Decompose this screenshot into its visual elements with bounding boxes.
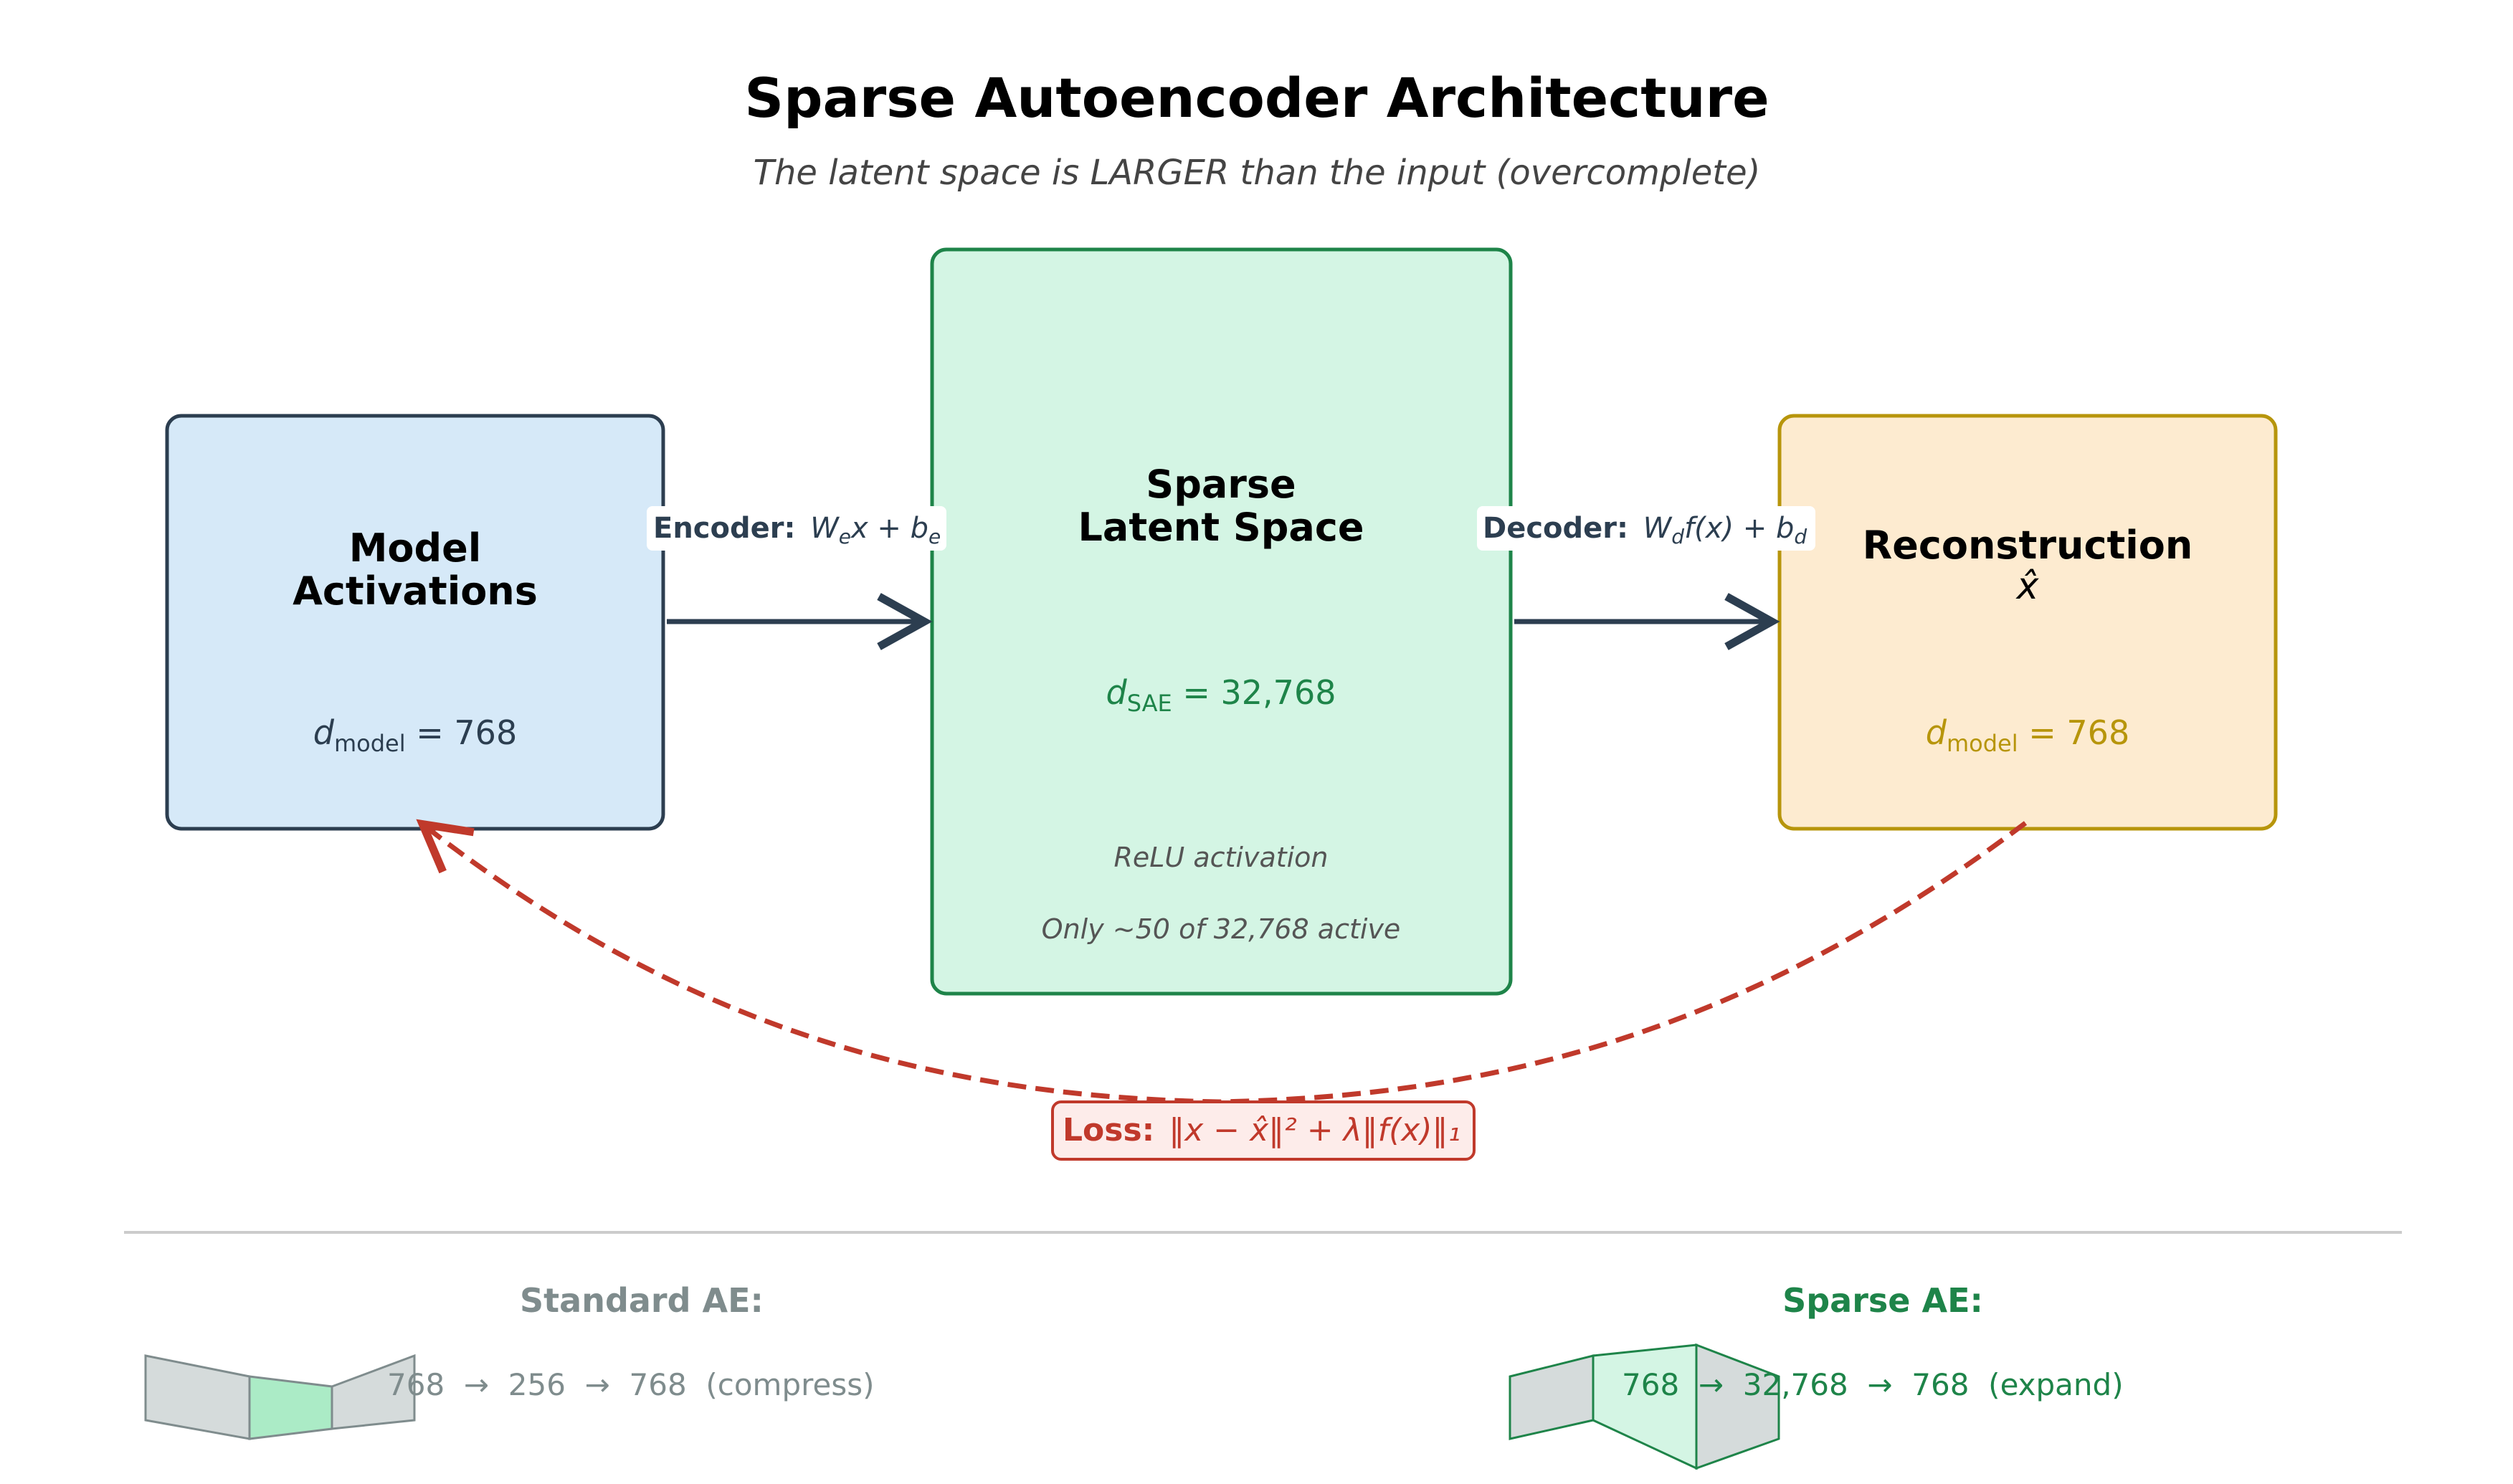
svg-text:Encoder: Wex + be: Encoder: Wex + be (653, 512, 941, 548)
latent-box-title-line1: Sparse (1146, 462, 1296, 507)
page-title: Sparse Autoencoder Architecture (744, 66, 1769, 130)
sparse-ae-shape-icon (1509, 1343, 1780, 1470)
loss-label: Loss: ‖x − x̂‖² + λ‖f(x)‖₁ (1051, 1100, 1476, 1161)
sparse-latent-box: Sparse Latent Space dSAE = 32,768 ReLU a… (930, 247, 1513, 996)
decoder-label: Decoder: Wdf(x) + bd (1477, 506, 1815, 551)
recon-box-symbol: x̂ (2015, 565, 2040, 608)
loss-label-text: Loss: (1063, 1112, 1154, 1148)
svg-text:Decoder: Wdf(x) + bd: Decoder: Wdf(x) + bd (1483, 512, 1807, 548)
encoder-label: Encoder: Wex + be (647, 506, 946, 551)
latent-box-dimension: dSAE = 32,768 (1106, 673, 1336, 717)
sparse-ae-heading: Sparse AE: (1782, 1281, 1983, 1320)
standard-ae-heading: Standard AE: (520, 1281, 764, 1320)
latent-box-title-line2: Latent Space (1078, 505, 1364, 550)
page-subtitle: The latent space is LARGER than the inpu… (754, 153, 1761, 193)
input-activations-box: Model Activations dmodel = 768 (165, 414, 665, 831)
input-box-title-line1: Model (349, 525, 482, 571)
loss-formula: ‖x − x̂‖² + λ‖f(x)‖₁ (1169, 1112, 1460, 1148)
reconstruction-box: Reconstruction x̂ dmodel = 768 (1777, 414, 2278, 831)
sparse-ae-section: Sparse AE: 768 → 32,768 → 768 (expand) (1509, 1281, 2124, 1470)
standard-ae-section: Standard AE: 768 → 256 → 768 (compress) (144, 1281, 874, 1440)
decoder-label-text: Decoder: (1483, 512, 1628, 545)
encoder-label-text: Encoder: (653, 512, 795, 545)
sparse-ae-flow: 768 → 32,768 → 768 (expand) (1622, 1367, 2124, 1402)
recon-box-dimension: dmodel = 768 (1926, 713, 2129, 757)
input-box-title-line2: Activations (293, 569, 538, 614)
svg-text:Loss: ‖x − x̂‖² + λ‖f(x): Loss: ‖x − x̂‖² + λ‖f(x)‖₁ (1063, 1112, 1460, 1148)
standard-ae-shape-icon (144, 1354, 416, 1440)
latent-box-note-active: Only ~50 of 32,768 active (1042, 913, 1401, 945)
recon-box-title: Reconstruction (1863, 523, 2193, 568)
standard-ae-flow: 768 → 256 → 768 (compress) (387, 1367, 874, 1402)
latent-box-note-relu: ReLU activation (1113, 842, 1328, 873)
input-box-dimension: dmodel = 768 (313, 713, 517, 757)
